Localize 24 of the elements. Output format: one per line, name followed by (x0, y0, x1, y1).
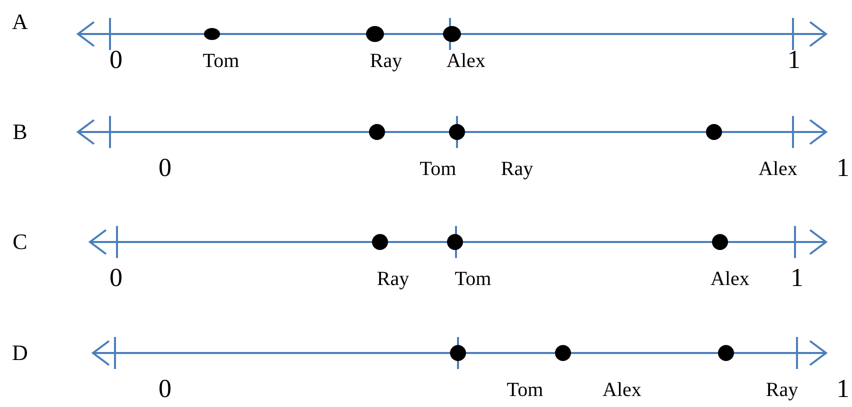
point-label: Tom (506, 380, 544, 400)
point-label: Alex (446, 51, 486, 71)
point-label: Tom (202, 51, 240, 71)
tick-label: 1 (788, 47, 800, 73)
row-label: A (12, 11, 28, 33)
tick-label: 1 (790, 265, 804, 291)
tick-label: 0 (110, 47, 122, 73)
point-label: Tom (420, 159, 456, 179)
row-label: D (12, 342, 28, 364)
point-label: Ray (376, 269, 410, 289)
tick-label: 1 (836, 155, 850, 181)
row-label: C (12, 231, 28, 253)
point-label: Ray (500, 159, 534, 179)
point-label: Alex (602, 380, 642, 400)
tick-label: 0 (158, 155, 172, 181)
point-label: Ray (370, 51, 402, 71)
tick-label: 0 (110, 265, 122, 291)
point-label: Alex (710, 269, 750, 289)
point-label: Ray (766, 380, 798, 400)
point-label: Tom (454, 269, 492, 289)
point-label: Alex (758, 159, 798, 179)
tick-label: 0 (158, 376, 172, 402)
tick-label: 1 (836, 376, 850, 402)
row-label: B (12, 121, 28, 143)
